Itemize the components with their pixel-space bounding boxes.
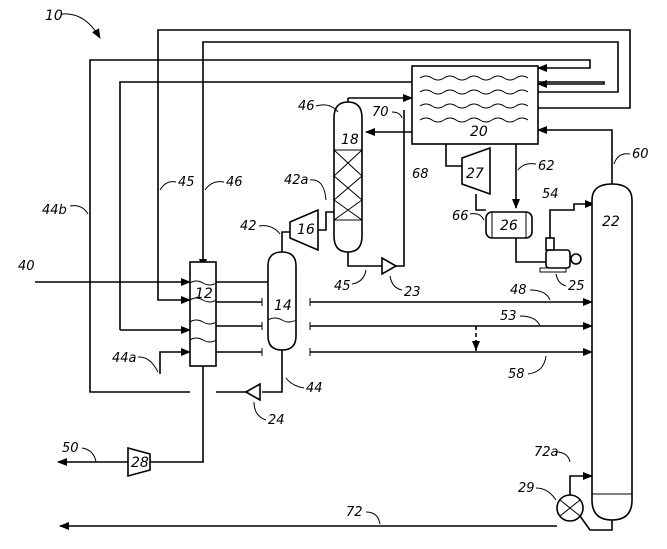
column-12: 12	[190, 262, 216, 366]
stream-54-label: 54	[542, 187, 559, 202]
stream-45-left-label: 45	[178, 175, 195, 190]
outlet-lines-12	[216, 282, 268, 356]
stream-68-label: 68	[412, 167, 429, 182]
stream-46-top-label: 46	[298, 99, 315, 114]
line-bottom-12	[150, 366, 203, 462]
stream-44-label: 44	[306, 381, 323, 396]
compressor-16-label: 16	[297, 222, 315, 238]
stream-44b-label: 44b	[42, 203, 67, 218]
stream-54-line	[550, 204, 594, 238]
pump-25-label: 25	[568, 279, 585, 294]
stream-40-label: 40	[18, 259, 35, 274]
stream-46-left-label: 46	[226, 175, 243, 190]
pump-24	[246, 384, 260, 400]
exchanger-29-label: 29	[518, 481, 535, 496]
drum-26: 26	[486, 212, 532, 238]
column-18: 18	[334, 102, 362, 252]
stream-60-label: 60	[632, 147, 649, 162]
stream-72-label: 72	[346, 505, 363, 520]
stream-60-line	[538, 130, 612, 184]
stream-42-line	[282, 232, 290, 252]
stream-48-label: 48	[510, 283, 527, 298]
vessel-14-label: 14	[274, 298, 292, 314]
compressor-16: 16	[290, 210, 318, 250]
stream-45-bottom-label: 45	[334, 279, 351, 294]
line-44a-into-12	[90, 350, 190, 392]
stream-44-line	[262, 350, 282, 392]
line-18-bottom	[348, 252, 382, 266]
stream-50-label: 50	[62, 441, 79, 456]
stream-72a-label: 72a	[534, 445, 559, 460]
feed-lines-to-22	[310, 298, 592, 356]
stream-62-label: 62	[538, 159, 555, 174]
stream-44a-label: 44a	[112, 351, 137, 366]
heat-exchanger-29	[557, 495, 583, 521]
stream-42-label: 42	[240, 219, 257, 234]
column-12-label: 12	[195, 286, 213, 302]
stream-72a-line	[570, 476, 592, 495]
stream-70-label: 70	[372, 105, 389, 120]
expander-27: 27	[462, 148, 490, 194]
tank-20: 20	[412, 66, 538, 144]
pump-23-label: 23	[404, 285, 421, 300]
stream-68-line	[446, 144, 462, 166]
system-ref-label: 10	[45, 8, 63, 24]
column-22: 22	[592, 184, 632, 520]
system-ref-leader	[62, 14, 100, 38]
stream-58-label: 58	[508, 367, 525, 382]
tank-20-label: 20	[470, 124, 488, 140]
expander-28: 28	[128, 448, 150, 476]
pump-23	[382, 258, 396, 274]
column-18-label: 18	[341, 132, 359, 148]
expander-27-label: 27	[466, 166, 484, 182]
vessel-14: 14	[268, 252, 296, 350]
pump-24-label: 24	[268, 413, 285, 428]
pump-25	[540, 238, 581, 272]
stream-42a-label: 42a	[284, 173, 309, 188]
stream-53-label: 53	[500, 309, 517, 324]
expander-28-label: 28	[131, 455, 149, 471]
column-22-label: 22	[602, 214, 620, 230]
drum-26-label: 26	[500, 218, 518, 234]
stream-66-label: 66	[452, 209, 469, 224]
stream-42a-line	[318, 212, 334, 230]
